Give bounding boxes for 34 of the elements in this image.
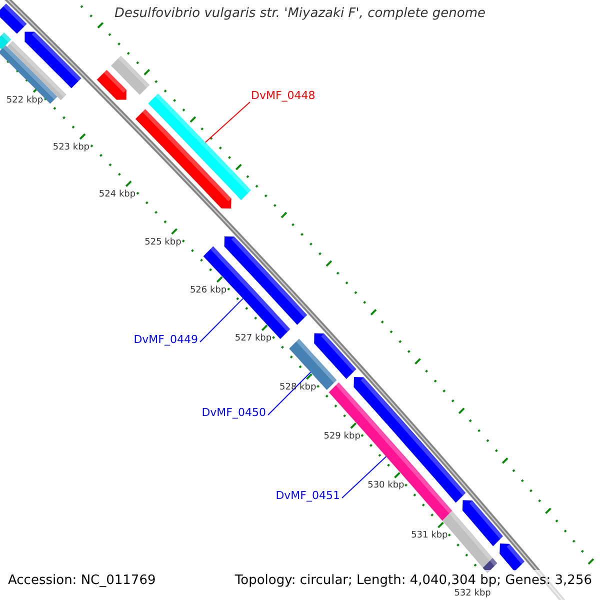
gene-feature	[0, 32, 12, 50]
gene-feature	[0, 4, 27, 34]
gene-feature	[148, 94, 251, 200]
leader-line	[200, 298, 244, 342]
gene-label: DvMF_0449	[134, 332, 198, 348]
scale-label: 526 kbp	[190, 286, 227, 296]
scale-label: 530 kbp	[368, 482, 404, 491]
leader-line	[204, 102, 250, 143]
gene-feature	[0, 45, 58, 104]
scale-label: 524 kbp	[98, 190, 136, 200]
gene-label: DvMF_0450	[202, 405, 266, 421]
gene-label: DvMF_0448	[251, 88, 316, 104]
scale-label: 529 kbp	[324, 432, 360, 442]
gene-feature	[500, 544, 524, 572]
gene-feature	[24, 32, 82, 88]
leader-line	[268, 372, 312, 416]
scale-label: 523 kbp	[52, 143, 90, 152]
genome-info-text: Topology: circular; Length: 4,040,304 bp; Genes: 3,256	[234, 574, 592, 587]
scale-label: 527 kbp	[234, 334, 272, 344]
gene-feature	[110, 56, 150, 95]
gene-feature	[462, 500, 503, 546]
gene-label: DvMF_0451	[276, 488, 340, 504]
diagram-title: Desulfovibrio vulgaris str. 'Miyazaki F', complete genome	[113, 7, 487, 20]
leader-line	[342, 456, 387, 498]
scale-label: 532 kbp	[454, 590, 491, 598]
gene-feature	[314, 333, 356, 379]
scale-label: 525 kbp	[144, 238, 182, 248]
gene-feature	[224, 236, 308, 325]
scale-label: 528 kbp	[280, 383, 316, 392]
gene-feature	[96, 70, 126, 100]
gene-feature	[135, 109, 232, 208]
accession-text: Accession: NC_011769	[8, 574, 156, 587]
scale-label: 522 kbp	[6, 96, 44, 106]
scale-label: 531 kbp	[411, 532, 448, 541]
